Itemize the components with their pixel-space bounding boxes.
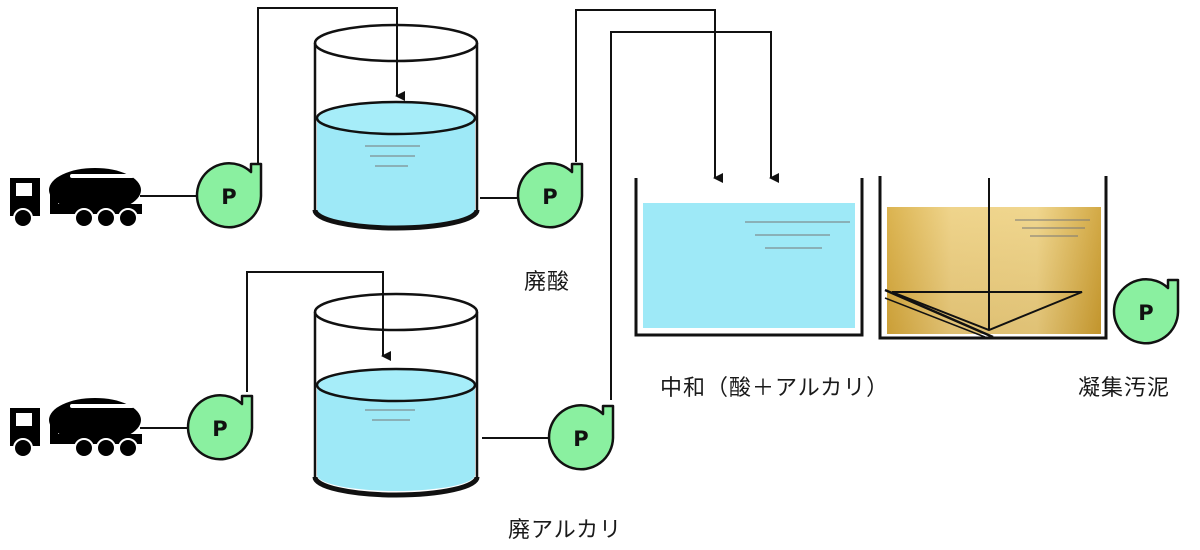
storage-tank-icon xyxy=(312,292,480,498)
label-waste-alkali: 廃アルカリ xyxy=(508,518,623,543)
storage-tank-icon xyxy=(312,23,480,231)
svg-text:P: P xyxy=(542,185,557,209)
pump-icon: P xyxy=(516,161,584,229)
settling-tank-icon xyxy=(878,176,1108,340)
svg-text:P: P xyxy=(212,417,227,441)
label-waste-acid: 廃酸 xyxy=(524,270,571,295)
svg-text:P: P xyxy=(1138,301,1153,325)
tanker-truck-icon xyxy=(8,396,144,459)
pump-icon: P xyxy=(547,403,615,471)
pump-icon: P xyxy=(1112,277,1180,345)
label-coagulated-sludge: 凝集汚泥 xyxy=(1078,376,1171,401)
label-neutralization: 中和（酸＋アルカリ） xyxy=(660,376,890,401)
neutralization-tank-icon xyxy=(634,178,864,337)
svg-text:P: P xyxy=(573,427,588,451)
svg-text:P: P xyxy=(221,185,236,209)
pump-icon: P xyxy=(195,161,263,229)
piping xyxy=(140,7,779,439)
tanker-truck-icon xyxy=(8,166,144,229)
pump-icon: P xyxy=(186,393,254,461)
